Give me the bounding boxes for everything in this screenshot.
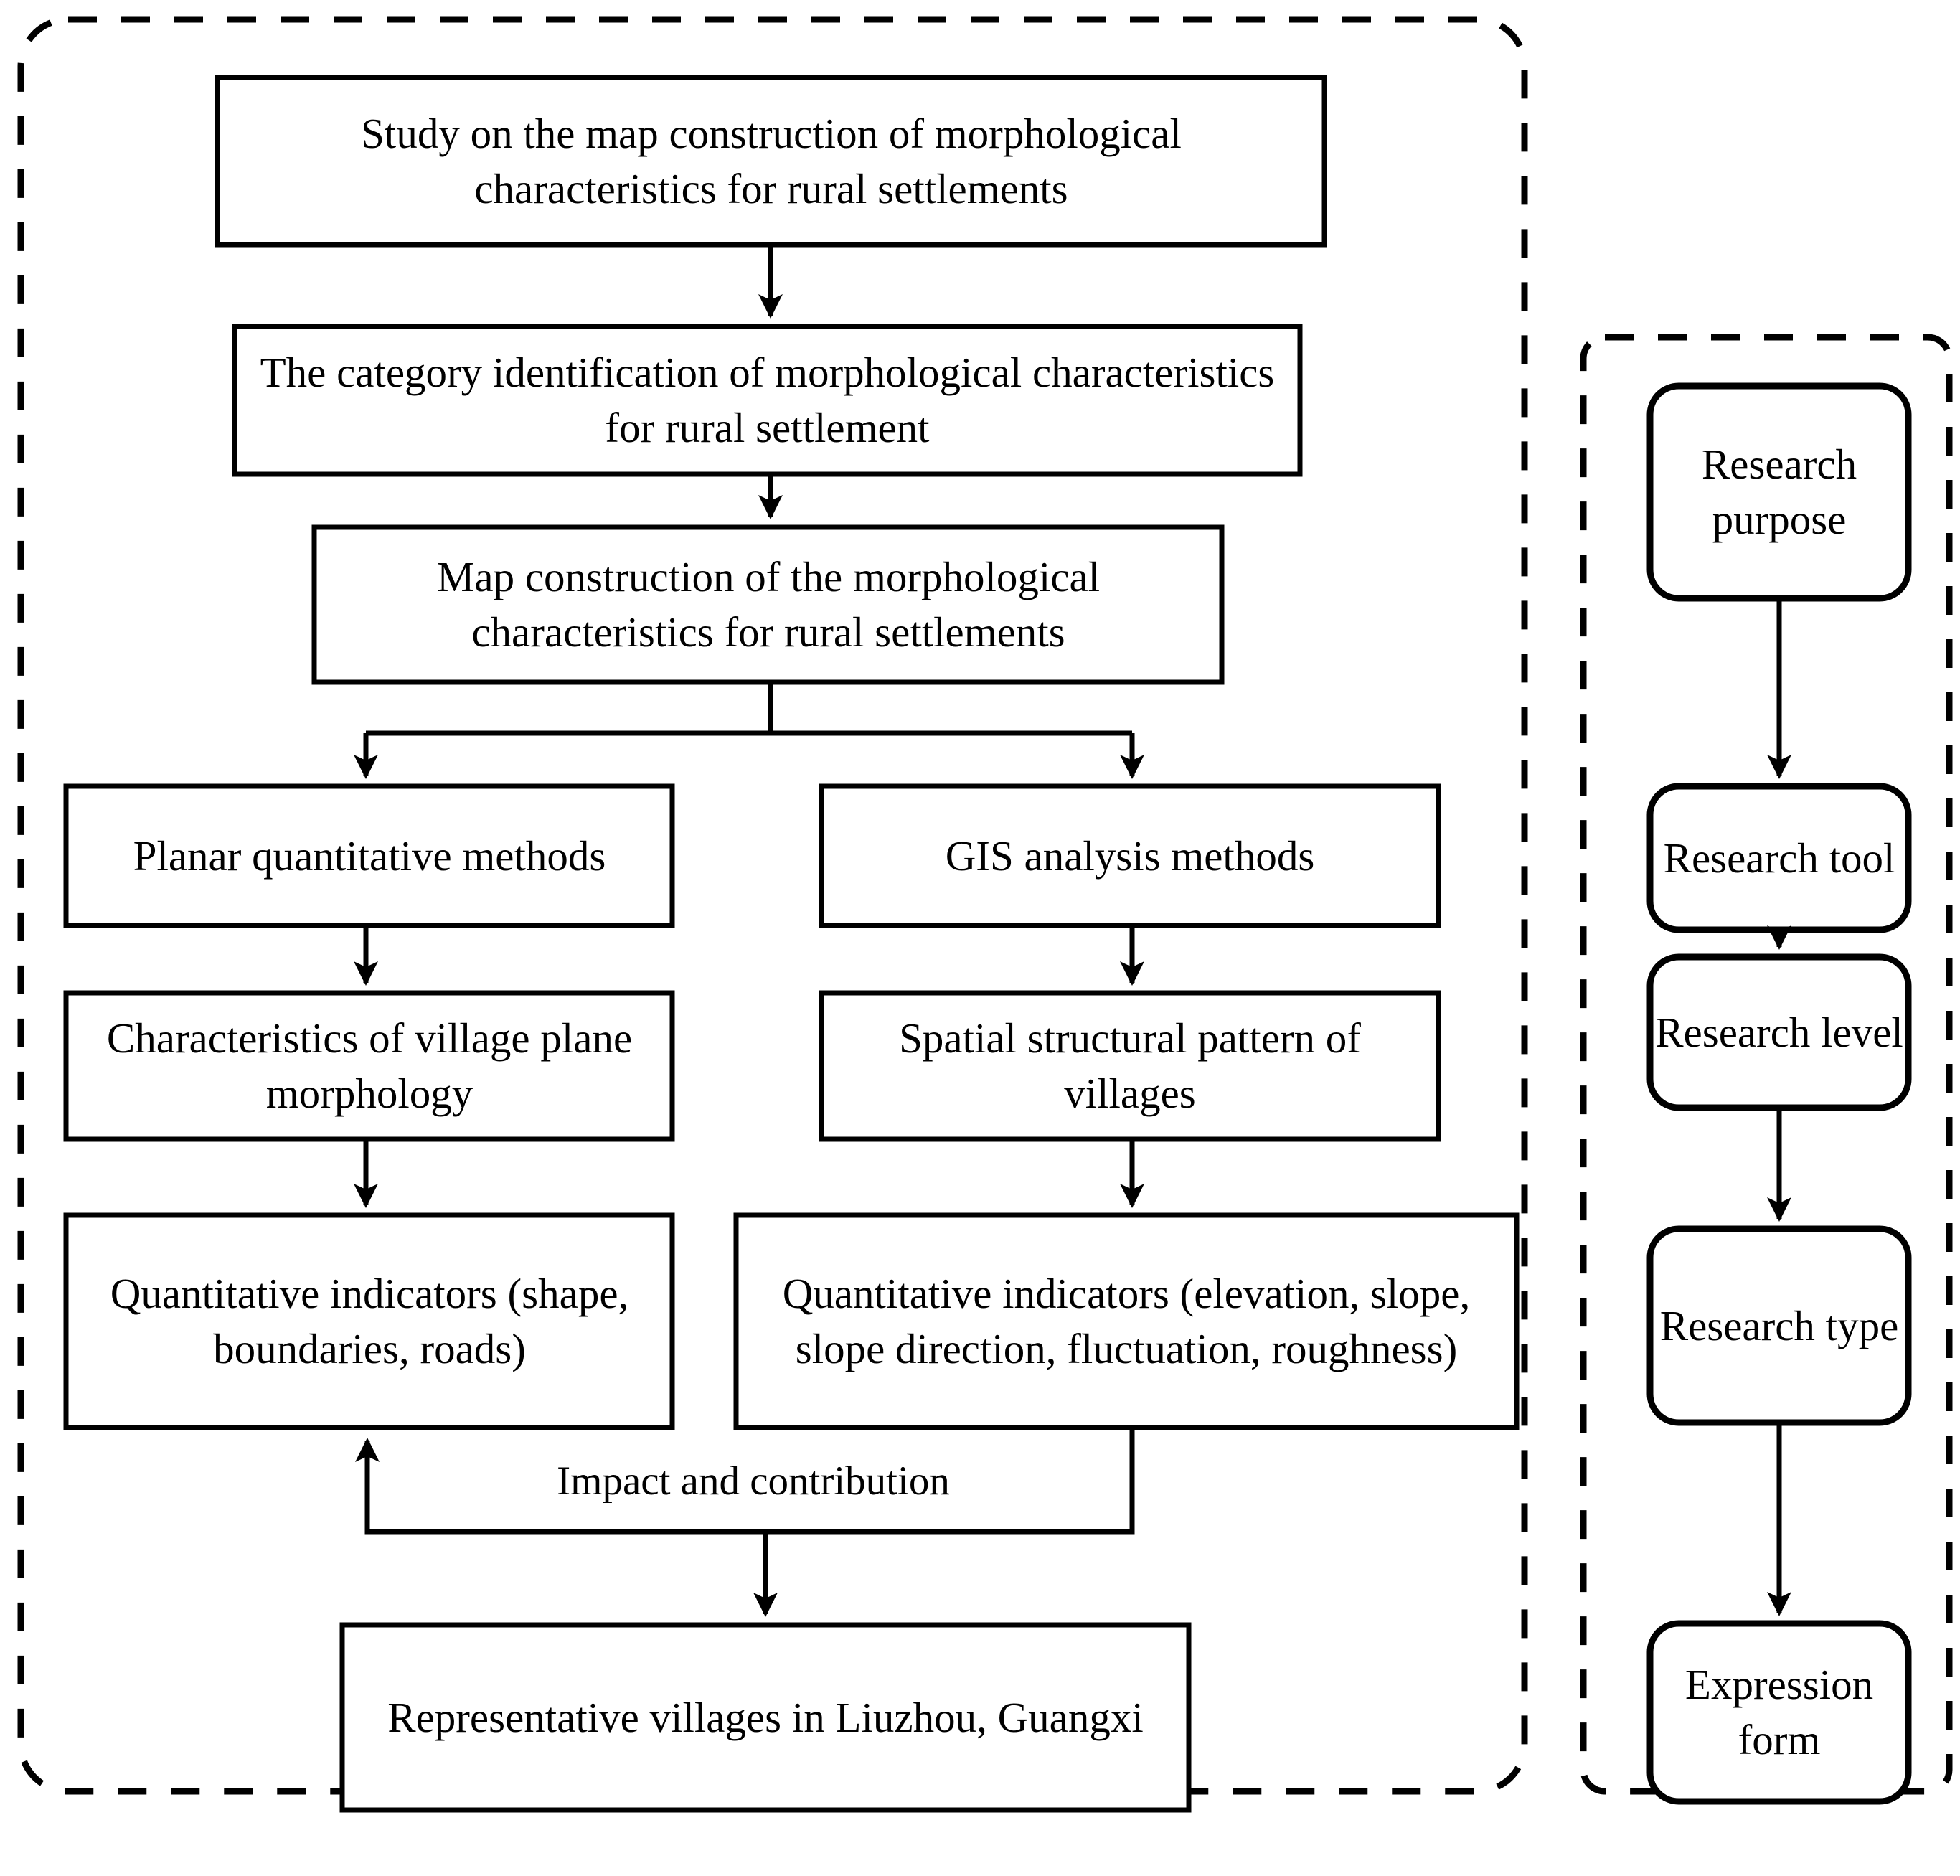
node-box-n10[interactable] — [339, 1622, 1192, 1813]
node-box-s5[interactable] — [1646, 1620, 1912, 1805]
node-box-n7[interactable] — [819, 990, 1441, 1142]
node-box-n8[interactable] — [63, 1212, 675, 1430]
connector-n9-n8-impact — [355, 1428, 1135, 1535]
node-box-s2[interactable] — [1646, 783, 1912, 933]
research-dimension-panel — [1580, 334, 1953, 1795]
node-box-n4[interactable] — [63, 783, 675, 928]
node-box-s3[interactable] — [1646, 953, 1912, 1111]
node-box-s1[interactable] — [1646, 382, 1912, 602]
node-box-n3[interactable] — [311, 524, 1225, 685]
node-box-n1[interactable] — [215, 75, 1327, 248]
node-box-n9[interactable] — [733, 1212, 1520, 1430]
node-box-s4[interactable] — [1646, 1225, 1912, 1426]
node-box-n2[interactable] — [232, 324, 1303, 477]
node-box-n5[interactable] — [819, 783, 1441, 928]
node-box-n6[interactable] — [63, 990, 675, 1142]
